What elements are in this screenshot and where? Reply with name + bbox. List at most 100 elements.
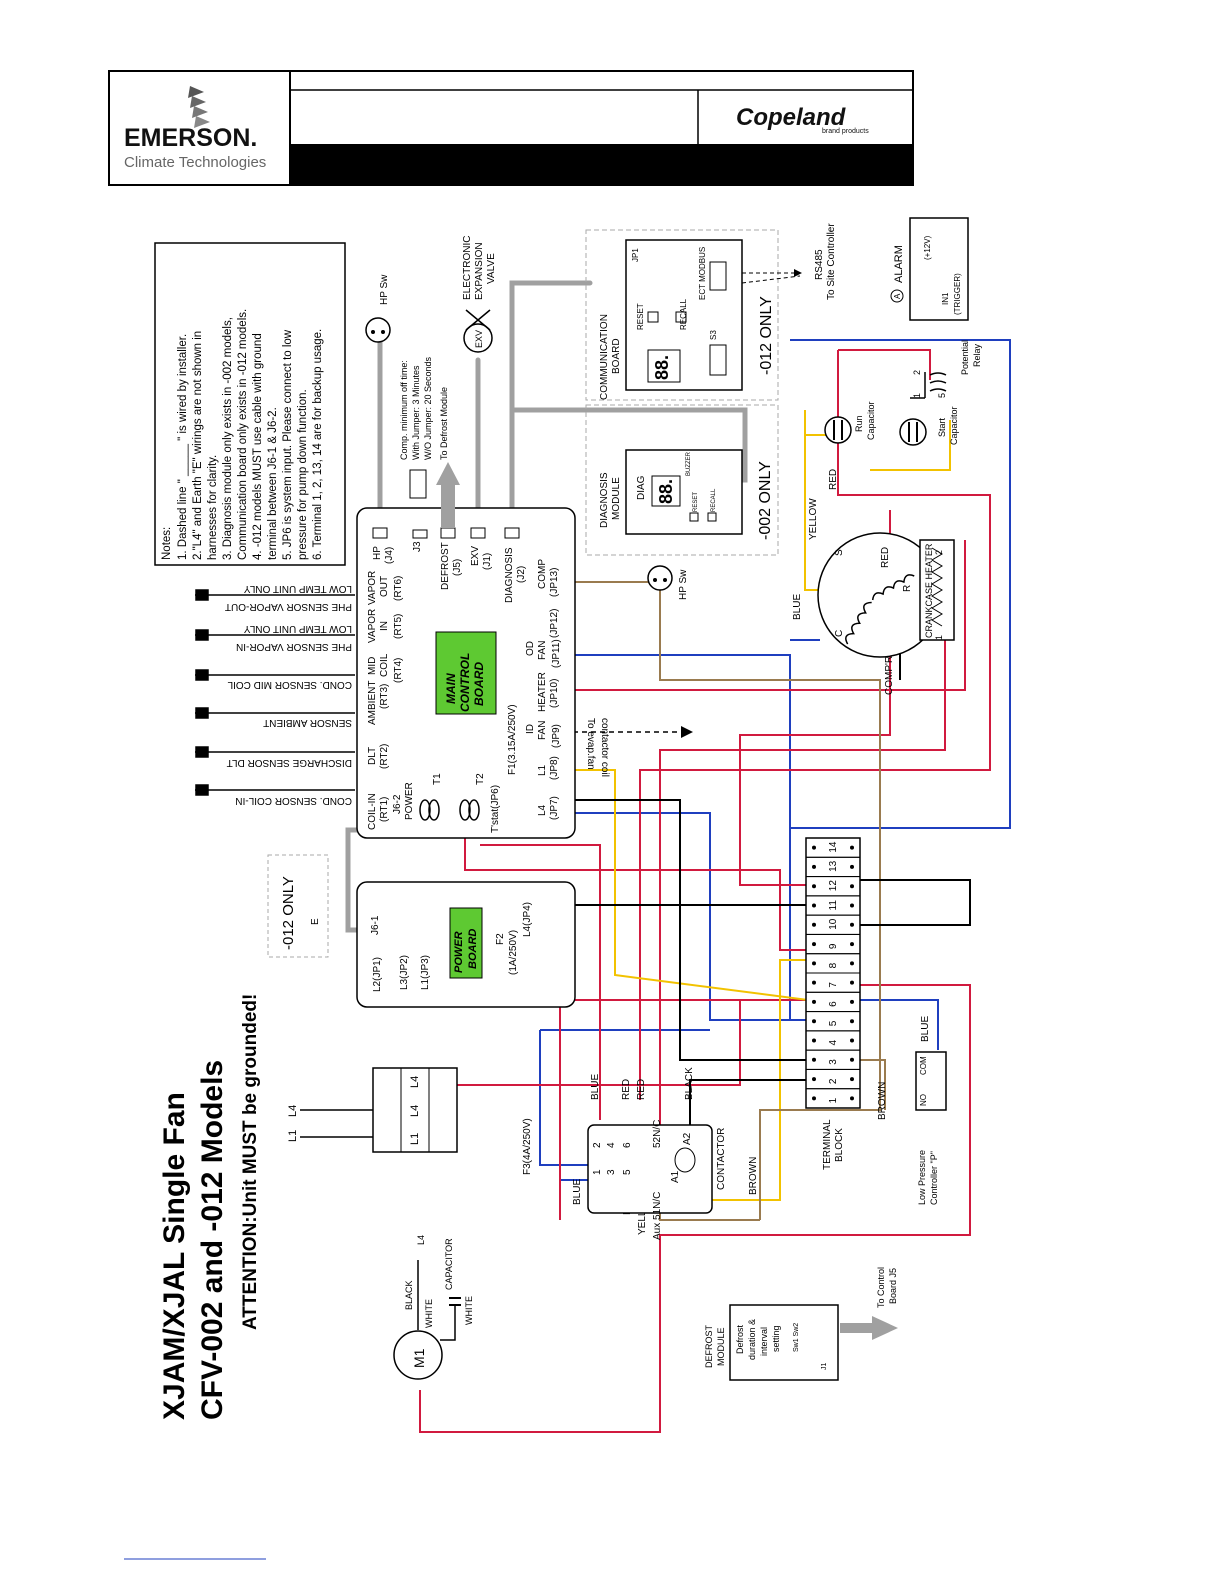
terminal-number: 4: [828, 1040, 839, 1046]
svg-text:ECT MODBUS: ECT MODBUS: [698, 247, 707, 300]
main-board-title: MAIN CONTROL BOARD: [444, 653, 486, 712]
svg-text:TERMINAL: TERMINAL: [822, 1119, 833, 1170]
terminal-screw: [812, 922, 816, 927]
terminal-screw: [812, 884, 816, 889]
power-board-label-box: [449, 907, 483, 979]
svg-text:EXPANSION: EXPANSION: [474, 242, 485, 300]
terminal-screw: [850, 999, 854, 1004]
sensor-leads: [195, 589, 355, 796]
comp-off-note: Comp. minimum off time: With Jumper: 3 M…: [399, 356, 449, 460]
terminal-screw: [812, 999, 816, 1004]
svg-text:(J4): (J4): [384, 547, 395, 564]
svg-text:52N/C: 52N/C: [652, 1120, 663, 1148]
terminal-block-label: TERMINAL BLOCK: [822, 1119, 845, 1170]
svg-text:BUZZER: BUZZER: [686, 451, 692, 476]
exv-valve-icon: [463, 323, 493, 353]
diagnosis-module: [625, 449, 743, 535]
svg-text:WHITE: WHITE: [464, 1296, 474, 1325]
svg-text:WHITE: WHITE: [424, 1299, 434, 1328]
svg-text:2: 2: [934, 550, 944, 555]
svg-text:2: 2: [912, 370, 922, 375]
terminal-number: 11: [828, 900, 839, 911]
svg-text:HP: HP: [372, 546, 383, 560]
terminal-screw: [812, 845, 816, 850]
diag-reset-button[interactable]: [689, 512, 699, 522]
ect-modbus-connector: [709, 261, 727, 291]
svg-text:L4(JP4): L4(JP4): [522, 902, 533, 937]
hp-switch-2-icon: [647, 565, 673, 591]
svg-text:VAPOR: VAPOR: [367, 609, 378, 643]
svg-text:88.: 88.: [656, 479, 676, 504]
contactor: [587, 1124, 713, 1214]
svg-text:RED: RED: [636, 1079, 647, 1100]
svg-text:FAN: FAN: [537, 721, 548, 740]
svg-text:L4: L4: [537, 804, 548, 816]
svg-text:Capacitor: Capacitor: [949, 406, 959, 445]
terminal-number: 8: [828, 962, 839, 968]
svg-text:MAIN: MAIN: [444, 673, 458, 704]
sensor-label-coil-in: COND. SENSOR COIL-IN: [235, 795, 352, 806]
svg-text:J3: J3: [412, 541, 423, 552]
svg-text:RECALL: RECALL: [679, 298, 688, 330]
power-board-labels: J6-1 L4(JP4) L2(JP1) L3(JP2) L1(JP3) F2 …: [370, 902, 533, 992]
svg-text:YELLOW: YELLOW: [808, 498, 819, 540]
compressor-terminal-labels: C S R COMP'R: [834, 549, 913, 695]
svg-text:CONTACTOR: CONTACTOR: [716, 1128, 727, 1190]
terminal-number: 13: [828, 860, 839, 872]
svg-text:BLOCK: BLOCK: [834, 1128, 845, 1162]
svg-text:COIL-IN: COIL-IN: [367, 793, 378, 830]
terminal-screw: [850, 942, 854, 947]
terminal-screw: [850, 1057, 854, 1062]
terminal-screw: [812, 1096, 816, 1101]
svg-text:CAPACITOR: CAPACITOR: [444, 1238, 454, 1290]
svg-text:To Control: To Control: [876, 1267, 886, 1308]
svg-text:(TRIGGER): (TRIGGER): [953, 273, 962, 315]
svg-text:3. Diagnosis module only exist: 3. Diagnosis module only exists in -002 …: [222, 317, 234, 560]
terminal-screw: [850, 980, 854, 985]
comm-s3-switch[interactable]: [709, 344, 727, 376]
copeland-wordmark: Copeland: [736, 104, 846, 131]
svg-text:BLACK: BLACK: [684, 1067, 695, 1100]
heater-labels: CRANKCASE HEATER 2 1: [924, 543, 944, 640]
svg-text:Board J5: Board J5: [888, 1268, 898, 1304]
diag-recall-button[interactable]: [707, 512, 717, 522]
svg-text:T'stat(JP6): T'stat(JP6): [490, 785, 501, 833]
terminal-screw: [850, 1096, 854, 1101]
svg-text:DEFROST: DEFROST: [704, 1324, 714, 1368]
svg-text:Relay: Relay: [972, 343, 982, 367]
main-board-connectors: [372, 527, 520, 539]
svg-text:J6-2: J6-2: [392, 794, 403, 814]
svg-text:1: 1: [912, 393, 922, 398]
terminal-screw: [850, 864, 854, 869]
svg-text:BLUE: BLUE: [590, 1074, 601, 1100]
comm-board-region: [585, 229, 779, 401]
svg-text:COMMUNICATION: COMMUNICATION: [599, 314, 610, 400]
svg-text:Controller "P": Controller "P": [929, 1151, 939, 1205]
terminal-screw: [812, 1038, 816, 1043]
svg-text:4. -012 models MUST use cable: 4. -012 models MUST use cable with groun…: [252, 333, 264, 560]
only-012-label: -012 ONLY: [280, 876, 297, 950]
only-012-ground-box: [267, 854, 329, 958]
svg-text:Sw1 Sw2: Sw1 Sw2: [793, 1323, 800, 1352]
comm-display: [647, 349, 681, 383]
sensor-label-vapor-in: PHE SENSOR VAPOR-IN: [236, 641, 352, 652]
sensor-label-ambient: SENSOR AMBIENT: [263, 717, 352, 728]
sensor-label-mid-coil: COND. SENSOR MID COIL: [227, 679, 352, 690]
comm-reset-button[interactable]: [647, 311, 659, 323]
sensor-label-vapor-out: PHE SENSOR VAPOR-OUT: [225, 601, 352, 612]
terminal-screw: [812, 1077, 816, 1082]
svg-text:RESET: RESET: [693, 492, 699, 512]
terminal-number: 5: [828, 1020, 839, 1026]
attention-text: ATTENTION:Unit MUST be grounded!: [240, 994, 261, 1330]
svg-text:CRANKCASE HEATER: CRANKCASE HEATER: [924, 543, 934, 638]
svg-text:A: A: [893, 293, 902, 299]
defrost-arrow-icon-2: [840, 1316, 898, 1340]
svg-text:(JP9): (JP9): [551, 724, 562, 748]
comm-recall-button[interactable]: [675, 311, 687, 323]
notes-text: Notes: 1. Dashed line " _____ " is wired…: [161, 309, 324, 560]
svg-text:Aux 51N/C: Aux 51N/C: [652, 1192, 663, 1240]
svg-text:A2: A2: [682, 1132, 693, 1145]
